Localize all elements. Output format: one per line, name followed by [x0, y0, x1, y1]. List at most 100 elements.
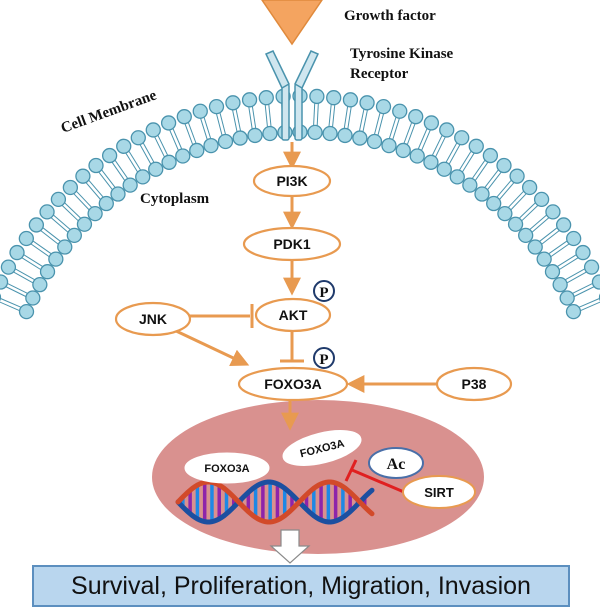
- lipid-head: [192, 103, 208, 119]
- lipid-tail: [435, 136, 446, 158]
- svg-text:SIRT: SIRT: [424, 485, 454, 500]
- lipid-head: [409, 148, 425, 164]
- lipid-tail: [462, 152, 475, 173]
- lipid-head: [241, 92, 258, 108]
- lipid-tail: [216, 113, 223, 136]
- lipid-head: [217, 133, 234, 150]
- lipid-head: [203, 137, 219, 154]
- lipid-head: [101, 147, 118, 164]
- lipid-tail: [362, 109, 368, 132]
- lipid-head: [533, 191, 550, 208]
- lipid-head: [307, 124, 323, 141]
- cytoplasm-label: Cytoplasm: [140, 191, 210, 207]
- node-foxo3a-nucleus-right: FOXO3A: [282, 430, 362, 466]
- lipid-tail: [114, 160, 129, 179]
- lipid-tail: [187, 122, 197, 144]
- lipid-head: [176, 109, 192, 125]
- lipid-tail: [101, 169, 116, 188]
- lipid-tail: [76, 190, 92, 208]
- lipid-tail: [232, 109, 238, 132]
- lipid-tail: [268, 104, 272, 127]
- lipid-tail: [579, 298, 600, 308]
- lipid-head: [88, 157, 104, 174]
- lipid-tail: [474, 162, 489, 181]
- lipid-tail: [85, 182, 101, 200]
- lipid-tail: [21, 257, 41, 270]
- lipid-head: [366, 133, 383, 150]
- lipid-tail: [508, 190, 524, 208]
- growth-factor-label: Growth factor: [344, 8, 436, 24]
- lipid-head: [110, 186, 126, 202]
- lipid-head: [66, 227, 82, 244]
- lipid-tail: [73, 193, 90, 211]
- lipid-head: [135, 169, 151, 185]
- lipid-tail: [448, 144, 461, 165]
- lipid-head: [565, 303, 582, 320]
- lipid-head: [449, 169, 465, 185]
- lipid-head: [225, 95, 241, 111]
- lipid-head: [381, 137, 397, 154]
- lipid-tail: [550, 243, 570, 258]
- node-foxo3a: FOXO3A: [237, 366, 349, 402]
- lipid-head: [39, 264, 56, 280]
- receptor-icon: [264, 50, 320, 141]
- inhibit-sirt-foxo3a: [344, 459, 405, 494]
- lipid-head: [566, 230, 582, 247]
- lipid-head: [148, 161, 164, 177]
- lipid-head: [544, 264, 561, 280]
- lipid-head: [145, 122, 161, 138]
- lipid-tail: [499, 182, 515, 200]
- lipid-tail: [313, 103, 316, 126]
- lipid-head: [48, 251, 64, 267]
- lipid-tail: [484, 169, 499, 188]
- lipid-tail: [403, 122, 413, 144]
- lipid-tail: [529, 214, 547, 230]
- svg-text:P: P: [319, 285, 328, 301]
- lipid-head: [507, 216, 524, 232]
- lipid-tail: [347, 106, 352, 129]
- lipid-head: [0, 274, 9, 290]
- lipid-tail: [580, 301, 600, 311]
- lipid-tail: [235, 109, 242, 131]
- lipid-tail: [572, 283, 593, 294]
- lipid-head: [486, 195, 502, 212]
- lipid-head: [18, 230, 34, 247]
- lipid-head: [482, 147, 499, 164]
- lipid-head: [208, 98, 225, 115]
- down-arrow-icon: [269, 529, 311, 564]
- lipid-tail: [172, 128, 183, 150]
- lipid-head: [555, 217, 572, 233]
- inhibit-jnk-akt: [190, 304, 254, 328]
- lipid-tail: [50, 217, 69, 233]
- node-jnk: JNK: [114, 301, 192, 337]
- lipid-head: [39, 204, 55, 220]
- lipid-head: [527, 239, 543, 255]
- lipid-head: [509, 168, 525, 184]
- lipid-tail: [128, 151, 141, 171]
- lipid-tail: [88, 179, 104, 198]
- lipid-tail: [541, 230, 560, 245]
- lipid-tail: [406, 123, 416, 145]
- node-p38: P38: [435, 366, 513, 402]
- lipid-head: [322, 125, 338, 142]
- lipid-head: [591, 274, 600, 290]
- svg-text:JNK: JNK: [139, 311, 167, 327]
- lipid-head: [536, 251, 552, 267]
- lipid-head: [359, 95, 375, 111]
- svg-text:FOXO3A: FOXO3A: [204, 463, 249, 475]
- lipid-tail: [377, 113, 384, 136]
- lipid-head: [232, 130, 248, 146]
- node-ac: Ac: [368, 447, 424, 479]
- lipid-tail: [392, 118, 400, 140]
- lipid-head: [352, 130, 368, 146]
- lipid-tail: [219, 112, 226, 135]
- lipid-tail: [559, 257, 579, 270]
- lipid-tail: [32, 240, 52, 255]
- lipid-head: [18, 303, 35, 320]
- lipid-head: [439, 122, 455, 138]
- nucleus: [152, 400, 484, 554]
- lipid-tail: [30, 243, 50, 258]
- lipid-head: [161, 154, 177, 170]
- lipid-tail: [510, 193, 527, 211]
- svg-text:PDK1: PDK1: [273, 236, 311, 252]
